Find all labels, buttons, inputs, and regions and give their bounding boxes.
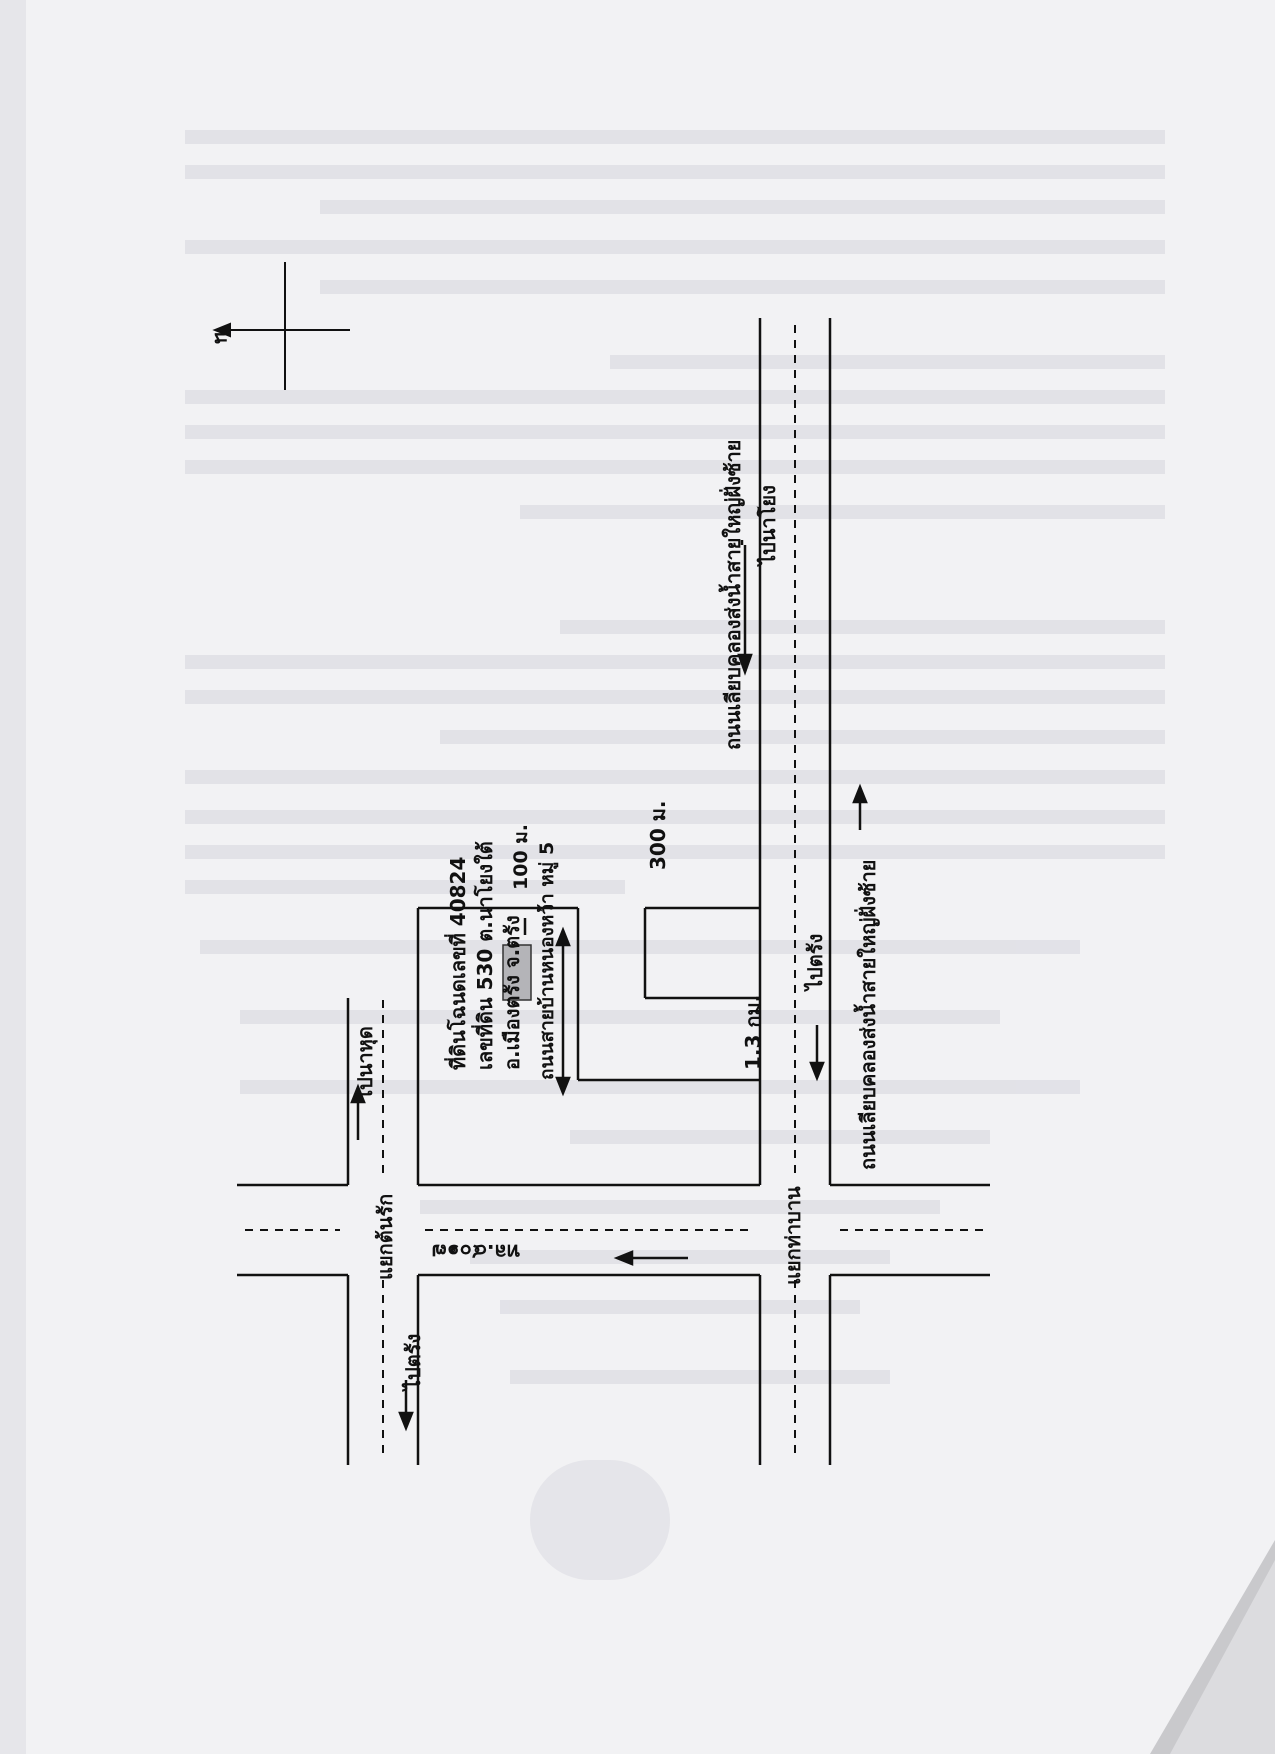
arrows [350, 540, 868, 1432]
direction-to-na-yong: ไปนาโยง [756, 485, 780, 567]
parcel-line-1: ที่ดินโฉนดเลขที่ 40824 [443, 857, 470, 1070]
bleed-through-text [185, 130, 1165, 1580]
north-label: น [210, 330, 234, 344]
parcel-line-2: เลขที่ดิน 530 ต.นาโยงใต้ [470, 841, 497, 1070]
road-label-village: ถนนสายบ้านหนองหว้า หมู่ 5 [536, 842, 559, 1080]
bleed-seal [530, 1460, 670, 1580]
direction-to-na-nut: ไปนาหุด [353, 1026, 378, 1102]
junction-tha-ban: แยกท่าบาน [781, 1186, 805, 1285]
arrow-to-trang-right-head [809, 1061, 825, 1082]
distance-100m: 100 ม. [510, 824, 532, 890]
direction-to-trang-left: ไปตรัง [401, 1334, 425, 1392]
distance-300m: 300 ม. [646, 801, 670, 871]
parcel-line-3: อ.เมืองตรัง จ.ตรัง [500, 915, 524, 1070]
north-arrow [212, 262, 350, 390]
arrow-route-head [613, 1250, 634, 1266]
road-label-main-upper: ถนนเลียบคลองส่งน้ำสายใหญ่ฝั่งซ้าย [718, 440, 745, 750]
distance-1-3km: 1.3 กม. [741, 995, 765, 1070]
direction-to-trang-right: ไปตรัง [803, 934, 827, 992]
route-number: ทล.๔๐๑๗ [432, 1240, 520, 1264]
junction-ton-rak: แยกต้นรัก [373, 1194, 397, 1280]
road-label-main-lower: ถนนเลียบคลองส่งน้ำสายใหญ่ฝั่งซ้าย [853, 860, 880, 1170]
land-parcel [502, 944, 532, 1001]
center-lines [245, 325, 985, 1460]
arrow-to-trang-left-head [398, 1411, 414, 1432]
map-lines [237, 318, 990, 1465]
arrow-to-na-nut-head [350, 1083, 366, 1104]
arrow-to-na-yong-head [737, 653, 753, 676]
scan-left-edge [0, 0, 26, 1754]
